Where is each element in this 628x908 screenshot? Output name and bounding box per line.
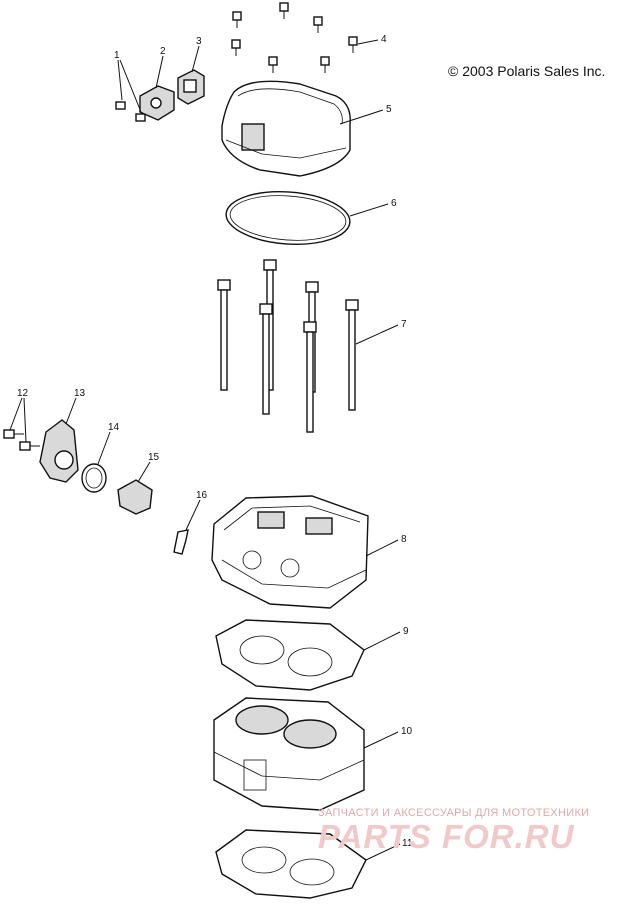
part-1-screws [115,101,146,122]
leader-lines [9,39,401,861]
callout-12: 12 [17,388,29,399]
part-16-fitting [173,529,189,555]
part-9-head-gasket [215,619,365,691]
callout-6: 6 [391,198,397,209]
callout-13: 13 [74,388,86,399]
part-10-cylinder [213,697,365,811]
part-8-cylinder-head [211,495,369,609]
part-6-o-ring [225,191,351,245]
callout-8: 8 [401,534,407,545]
copyright-notice: © 2003 Polaris Sales Inc. [448,63,606,79]
callout-5: 5 [386,104,392,115]
part-11-base-gasket [215,829,367,899]
callout-11: 11 [402,838,413,849]
watermark-logo: PARTS FOR.RU [318,818,575,855]
callout-labels: 1 2 3 4 5 6 7 8 9 10 11 12 13 14 15 16 [17,34,413,849]
callout-15: 15 [148,452,160,463]
callout-16: 16 [196,490,208,501]
part-12-bolts [3,429,40,451]
callout-9: 9 [403,626,409,637]
callout-2: 2 [160,46,166,57]
watermark-tagline: ЗАПЧАСТИ И АКСЕССУАРЫ ДЛЯ МОТОТЕХНИКИ [318,807,590,819]
part-3-gasket [177,69,205,105]
part-4-cover-bolts [231,2,358,73]
callout-7: 7 [401,319,407,330]
part-14-seal-ring [81,463,107,493]
part-15-thermostat [117,479,153,515]
part-5-valve-cover [221,80,351,177]
callout-14: 14 [108,422,120,433]
callout-4: 4 [381,34,387,45]
part-13-thermostat-housing [39,419,79,483]
part-7-head-bolts [217,259,359,433]
callout-1: 1 [114,50,120,61]
callout-3: 3 [196,36,202,47]
callout-10: 10 [401,726,413,737]
part-2-housing [139,85,175,121]
